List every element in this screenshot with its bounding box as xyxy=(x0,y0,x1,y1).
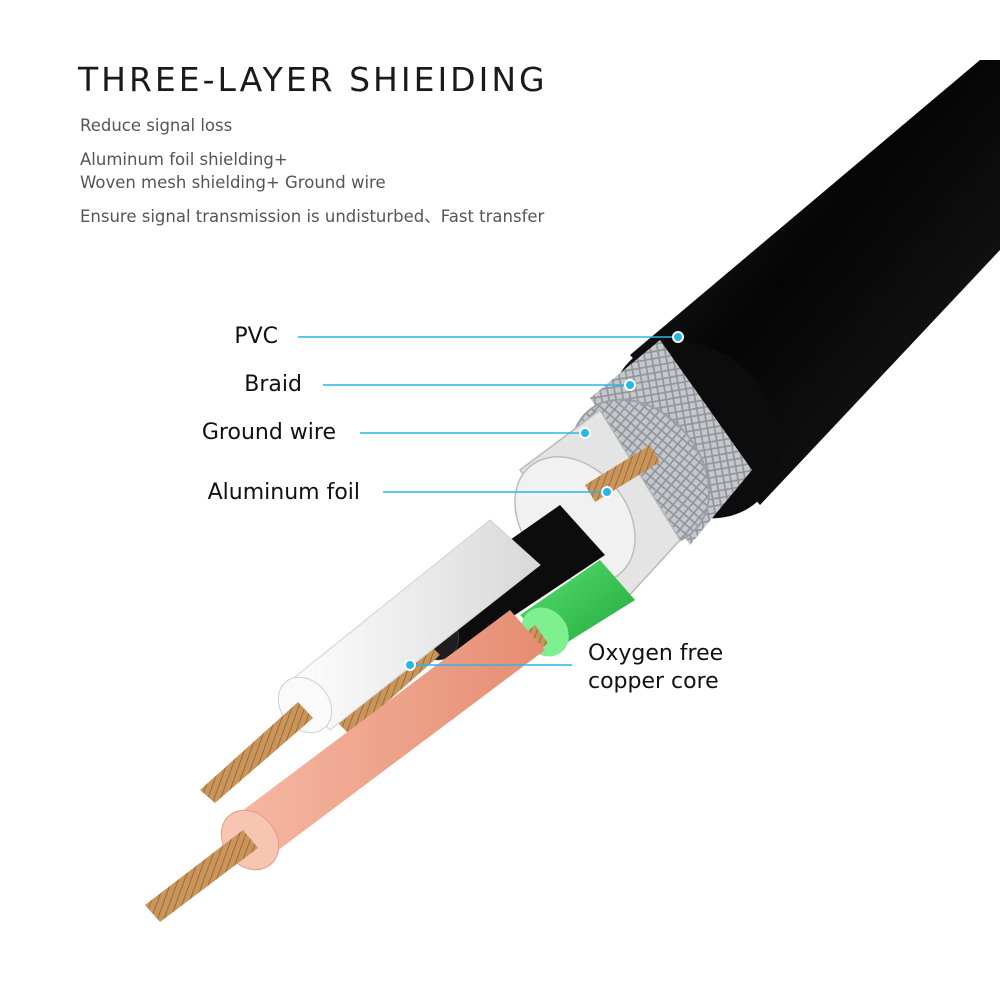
leader-lines xyxy=(298,336,678,666)
white-wire xyxy=(200,519,541,803)
callout-copper-core-line-2: copper core xyxy=(588,669,719,694)
callout-copper-core: Oxygen free copper core xyxy=(588,640,723,696)
callout-aluminum-foil: Aluminum foil xyxy=(207,480,360,505)
pink-wire xyxy=(145,610,545,922)
leader-dots xyxy=(404,331,684,671)
description-line-1: Reduce signal loss xyxy=(80,116,233,135)
page-title: THREE-LAYER SHIEIDING xyxy=(78,60,548,99)
description-line-4: Ensure signal transmission is undisturbe… xyxy=(80,207,545,226)
callout-ground-wire: Ground wire xyxy=(201,420,336,445)
description-line-2: Aluminum foil shielding+ xyxy=(80,150,288,169)
callout-pvc: PVC xyxy=(234,324,278,349)
callout-copper-core-line-1: Oxygen free xyxy=(588,641,724,666)
callout-braid: Braid xyxy=(244,372,302,397)
description-line-3: Woven mesh shielding+ Ground wire xyxy=(80,173,386,192)
